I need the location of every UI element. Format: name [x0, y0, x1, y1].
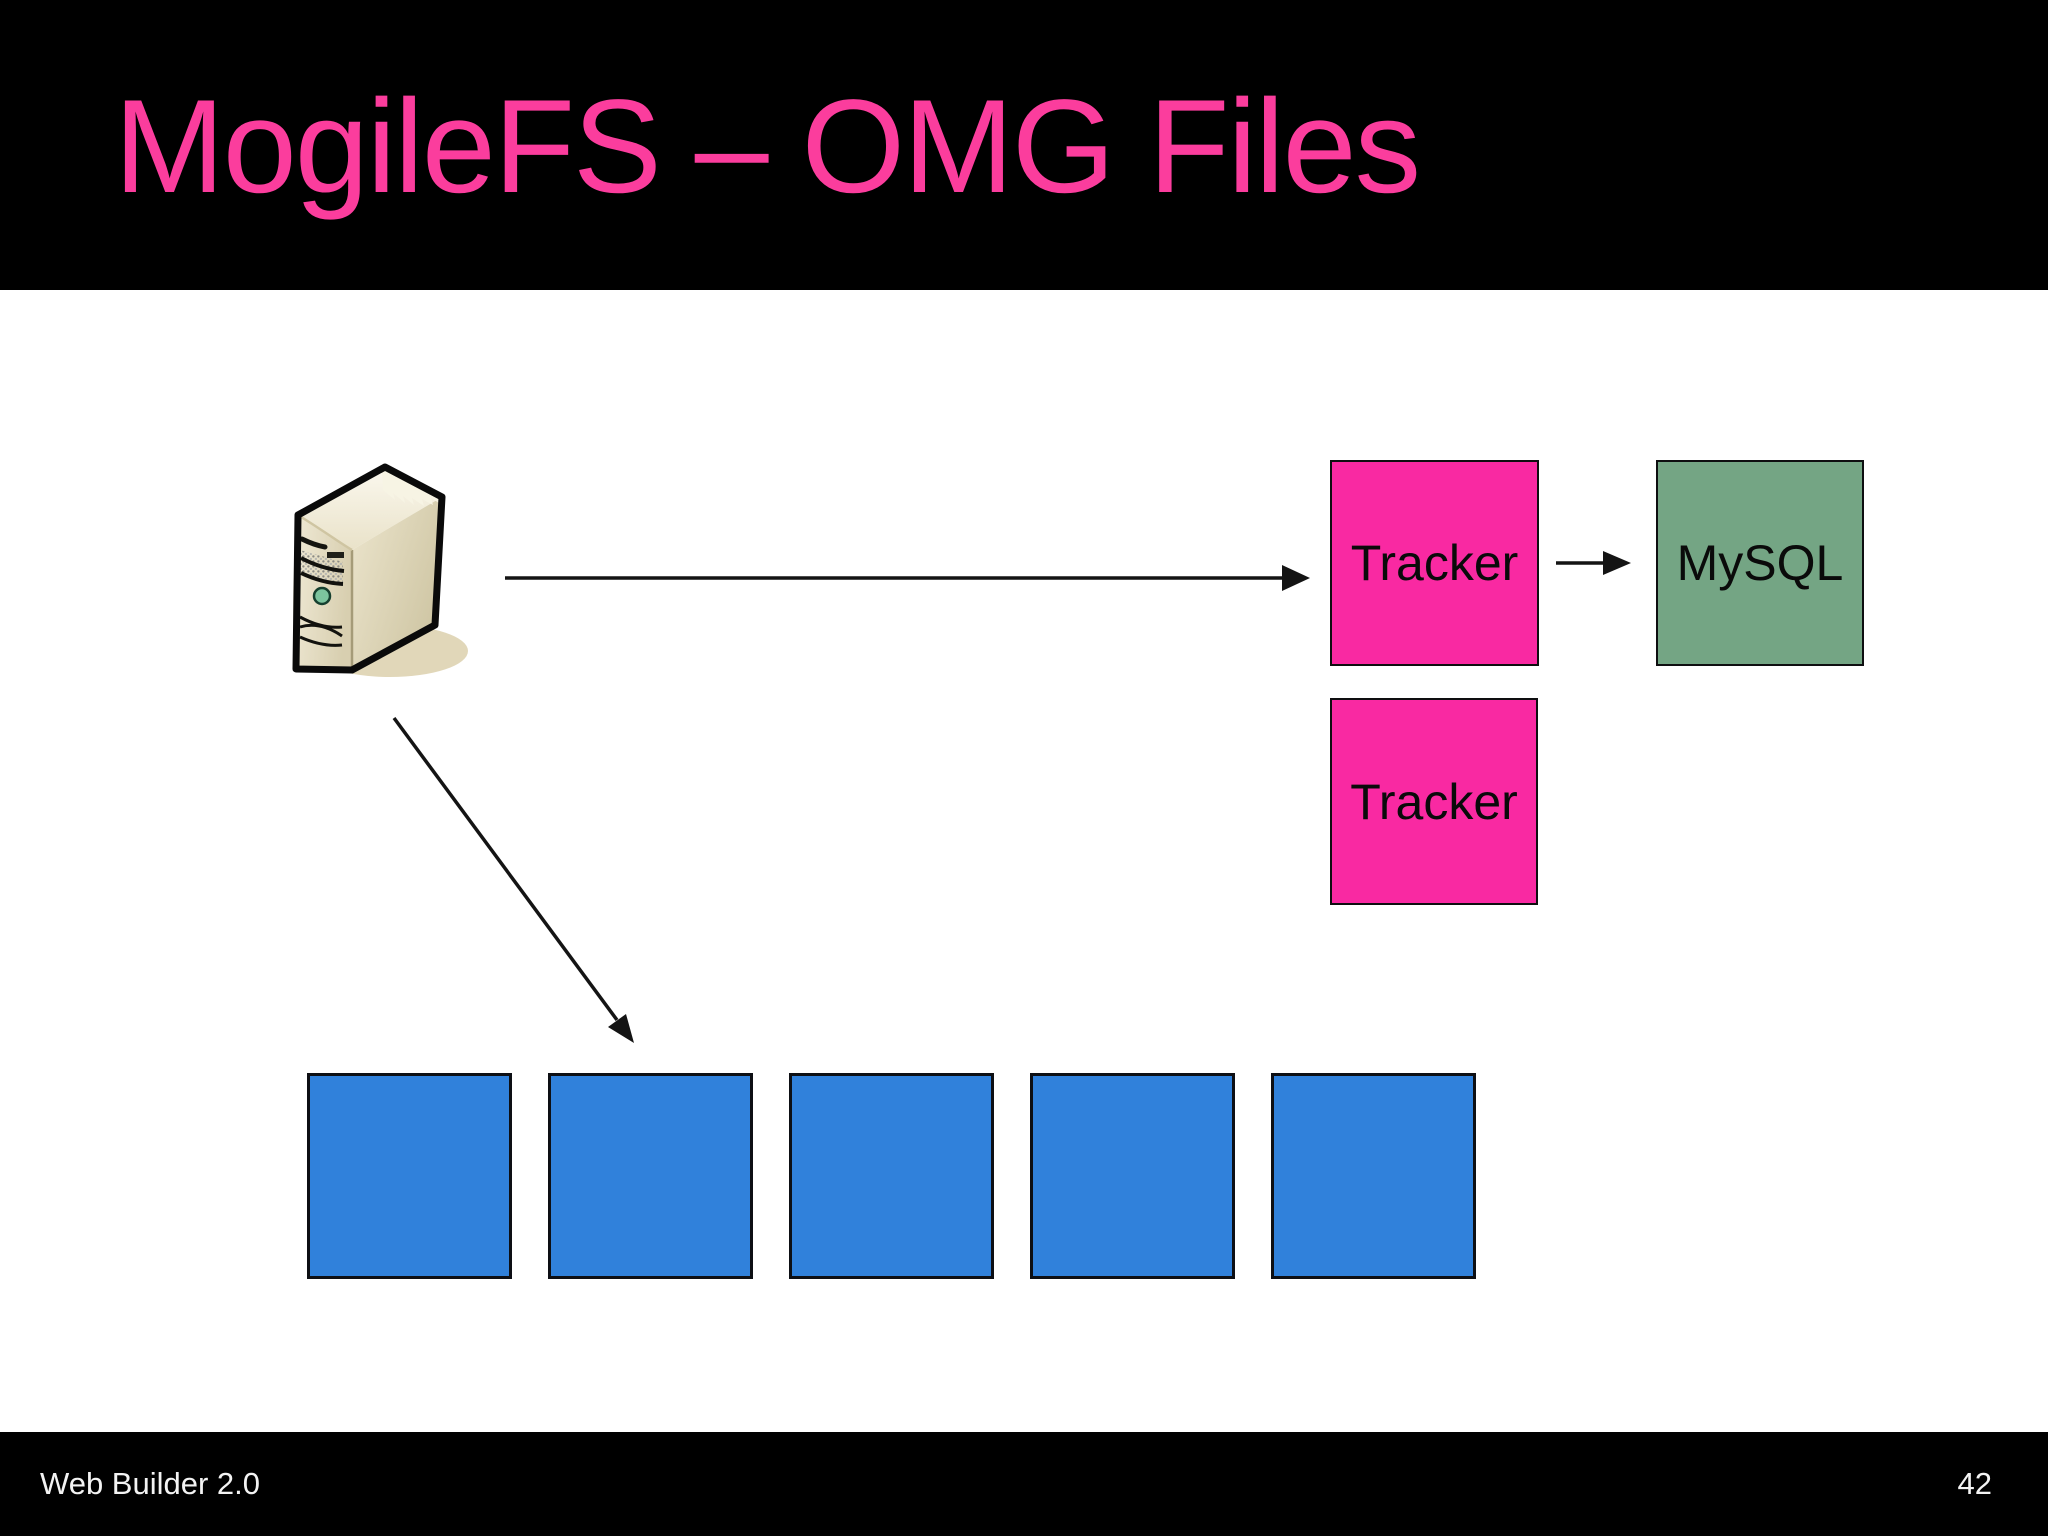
storage-node [789, 1073, 994, 1279]
mysql-node: MySQL [1656, 460, 1864, 666]
page-number: 42 [1957, 1466, 1992, 1501]
server-tower-icon-svg [292, 463, 468, 677]
tracker-node-2: Tracker [1330, 698, 1538, 905]
storage-node [1271, 1073, 1476, 1279]
edge-tracker-to-mysql-arrow [1556, 551, 1631, 575]
footer-band: Web Builder 2.0 42 [0, 1432, 2048, 1536]
header-band: MogileFS – OMG Files [0, 0, 2048, 290]
power-button [312, 586, 332, 606]
tracker-node-2-label: Tracker [1350, 773, 1518, 830]
edge-server-to-tracker-arrow [505, 565, 1310, 591]
footer-left-text: Web Builder 2.0 [40, 1466, 260, 1501]
server-tower-icon [292, 455, 492, 685]
edge-server-to-storage-arrow [392, 716, 634, 1043]
slide-title: MogileFS – OMG Files [114, 73, 1421, 221]
storage-node [1030, 1073, 1235, 1279]
mysql-node-label: MySQL [1676, 535, 1844, 591]
storage-node [307, 1073, 512, 1279]
storage-node [548, 1073, 753, 1279]
tracker-node-1: Tracker [1330, 460, 1539, 666]
storage-nodes-row [307, 1073, 1476, 1279]
tracker-node-1-label: Tracker [1350, 535, 1519, 591]
